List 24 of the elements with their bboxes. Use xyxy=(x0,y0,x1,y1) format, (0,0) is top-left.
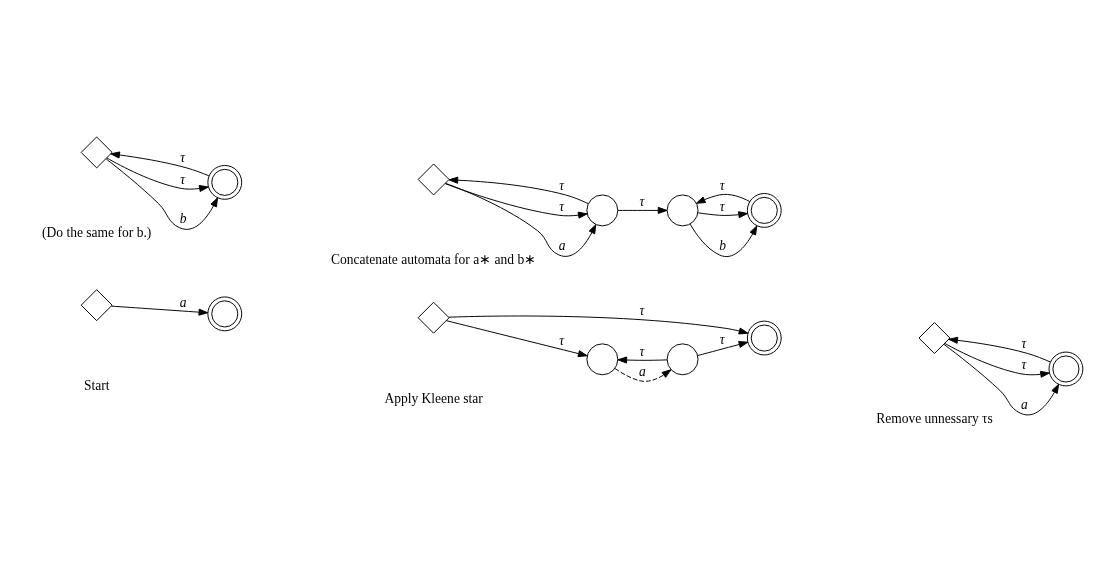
edge-label: τ xyxy=(559,332,565,348)
label: Start xyxy=(83,377,110,393)
edge-label: τ xyxy=(719,177,725,193)
edge-label: b xyxy=(719,237,727,253)
edge-label: τ xyxy=(719,198,725,214)
edge-label: τ xyxy=(180,149,186,165)
edge-label: a xyxy=(179,294,187,310)
edge-label: τ xyxy=(559,177,565,193)
edge-label: τ xyxy=(639,302,645,318)
label: Concatenate automata for a∗ and b∗ xyxy=(330,251,537,267)
label: (Do the same for b.) xyxy=(42,224,152,240)
edge-label: b xyxy=(179,210,187,226)
edge-label: τ xyxy=(180,171,186,187)
edge-label: τ xyxy=(1021,356,1027,372)
edge-label: τ xyxy=(719,331,725,347)
edge-label: τ xyxy=(639,193,645,209)
edge-label: a xyxy=(558,237,566,253)
edge-label: τ xyxy=(1021,335,1027,351)
edge-label: a xyxy=(1020,396,1028,412)
edge-label: τ xyxy=(559,198,565,214)
edge-label: τ xyxy=(639,343,645,359)
label: Remove unnessary τs xyxy=(876,410,993,426)
edge-label: a xyxy=(639,363,646,379)
label: Apply Kleene star xyxy=(384,390,483,406)
